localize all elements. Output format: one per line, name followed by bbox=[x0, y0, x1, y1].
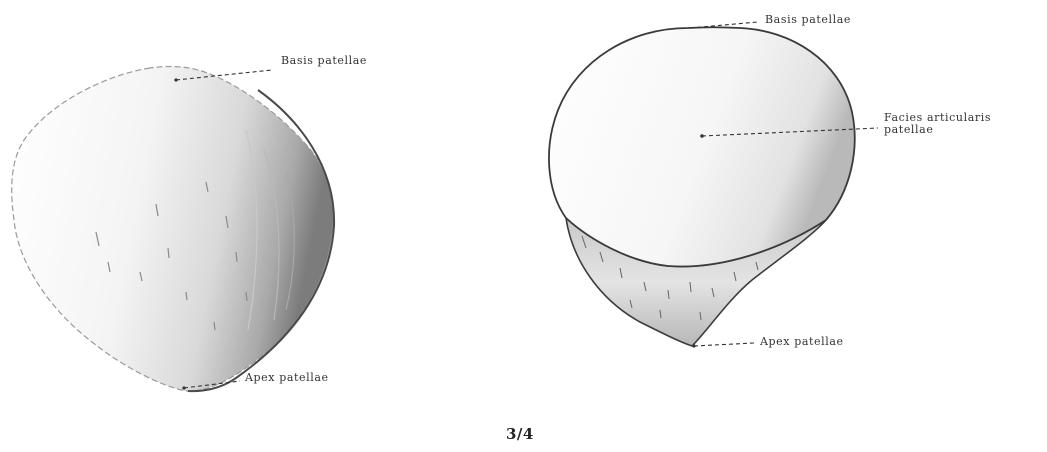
label-right-basis-patellae: Basis patellae bbox=[765, 14, 851, 26]
label-left-apex-patellae: Apex patellae bbox=[245, 372, 329, 384]
patella-right-view bbox=[549, 22, 878, 348]
scale-label: 3/4 bbox=[506, 425, 534, 443]
patella-left-view bbox=[12, 67, 334, 392]
patella-right-articular-facet bbox=[549, 27, 855, 266]
label-right-facies-articularis-patellae: Facies articularis patellae bbox=[884, 112, 994, 136]
patella-left-outline bbox=[12, 67, 334, 392]
label-right-apex-patellae: Apex patellae bbox=[760, 336, 844, 348]
label-left-basis-patellae: Basis patellae bbox=[281, 55, 367, 67]
